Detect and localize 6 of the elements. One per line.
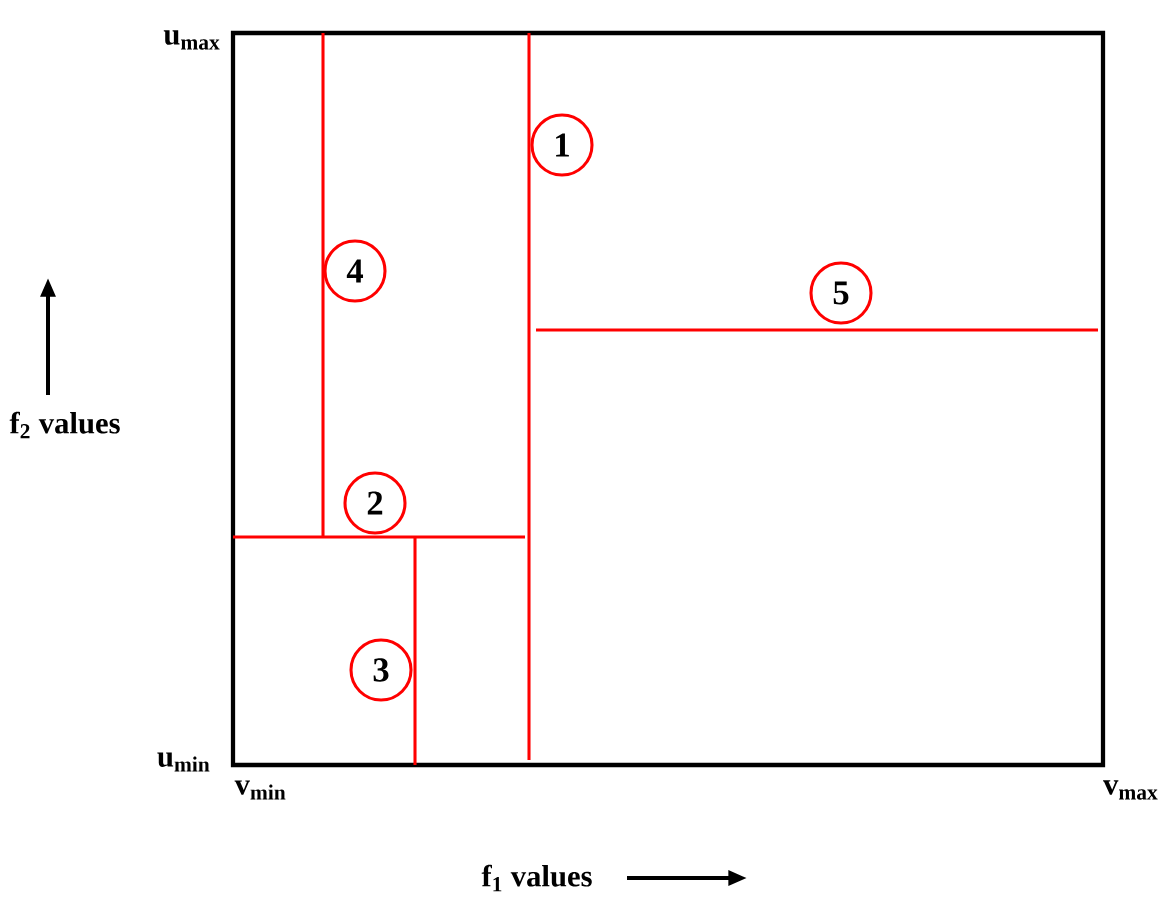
axis-label: f$_{2}$ values	[9, 411, 120, 439]
axis-label: u$_{min}$	[157, 752, 210, 772]
axis-label: f$_{1}$ values	[481, 864, 592, 892]
axis-label: v$_{max}$	[1103, 780, 1158, 800]
axis-label: v$_{min}$	[234, 780, 286, 800]
axis-label: u$_{max}$	[163, 30, 220, 50]
